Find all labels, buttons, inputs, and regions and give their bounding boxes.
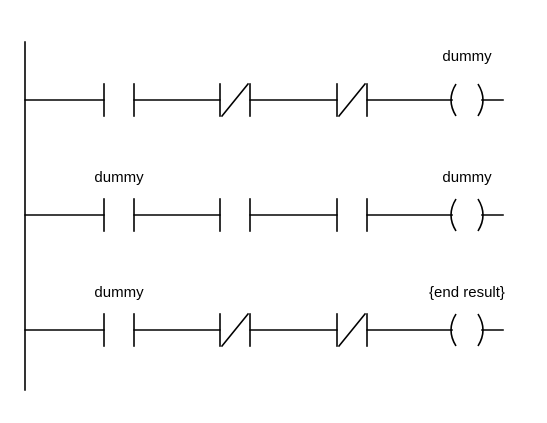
rung-3-contact-2-nc-slash xyxy=(220,312,250,348)
rung-1-coil-left-arc xyxy=(450,83,457,117)
rung-1-contact-3-nc-slash xyxy=(337,82,367,118)
rung-3-coil-label: {end result} xyxy=(429,284,505,301)
rung-1-contact-2-nc-slash xyxy=(220,82,250,118)
rung-2-coil-left-arc xyxy=(450,198,457,232)
rung-3-contact-1-label: dummy xyxy=(94,284,144,301)
rung-2-contact-1-label: dummy xyxy=(94,169,144,186)
rung-2-coil-label: dummy xyxy=(442,169,492,186)
rung-3-contact-3-nc-slash xyxy=(337,312,367,348)
rung-3-coil-left-arc xyxy=(450,313,457,347)
rung-1-coil-label: dummy xyxy=(442,48,492,65)
